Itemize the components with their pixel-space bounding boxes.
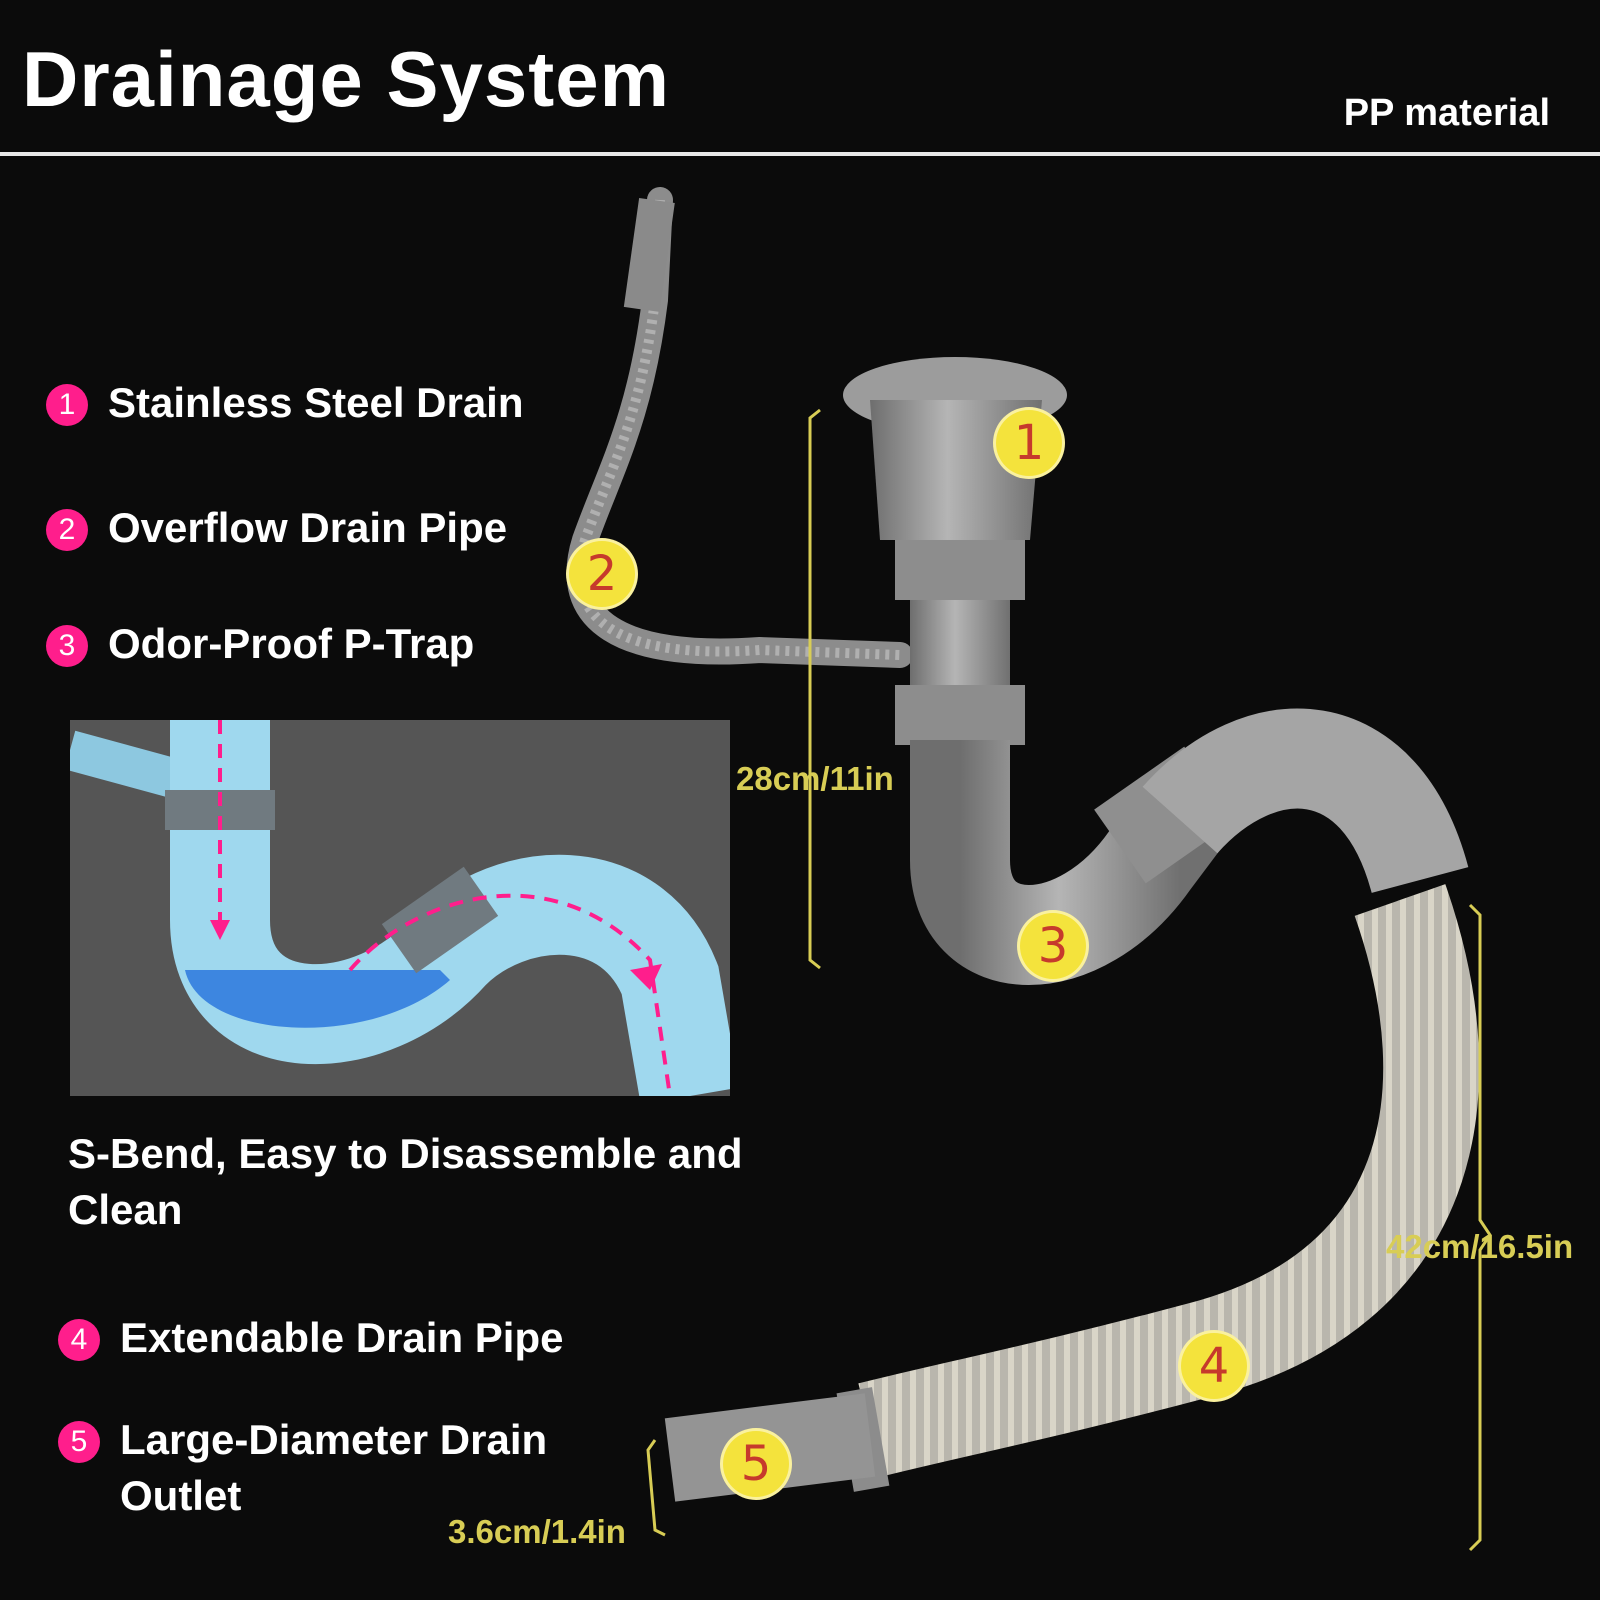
lower-height-bracket: [1468, 903, 1492, 1552]
legend-label-2: Overflow Drain Pipe: [108, 504, 508, 551]
legend-label-1: Stainless Steel Drain: [108, 379, 524, 426]
outlet-diameter-label: 3.6cm/1.4in: [448, 1513, 626, 1550]
legend-item-3: 3 Odor-Proof P-Trap: [46, 616, 474, 672]
header-divider: [0, 152, 1600, 156]
legend-item-4: 4 Extendable Drain Pipe: [58, 1310, 563, 1366]
outlet-bracket: [646, 1439, 666, 1537]
legend-number-5: 5: [58, 1421, 100, 1463]
legend-number-2: 2: [46, 509, 88, 551]
upper-height-bracket: [808, 408, 821, 970]
legend-number-1: 1: [46, 384, 88, 426]
legend-label-4: Extendable Drain Pipe: [120, 1314, 564, 1361]
legend-number-4: 4: [58, 1319, 100, 1361]
callout-badge-4: 4: [1178, 1330, 1250, 1402]
extendable-pipe: [858, 884, 1480, 1477]
legend-item-5: 5 Large-Diameter Drain Outlet: [58, 1412, 618, 1524]
callout-badge-3: 3: [1017, 910, 1089, 982]
legend-item-2: 2 Overflow Drain Pipe: [46, 500, 507, 556]
legend-item-1: 1 Stainless Steel Drain: [46, 375, 524, 431]
legend-label-5: Large-Diameter Drain Outlet: [120, 1416, 548, 1519]
legend-number-3: 3: [46, 625, 88, 667]
material-note: PP material: [1343, 92, 1550, 134]
callout-badge-5: 5: [720, 1428, 792, 1500]
legend-label-3: Odor-Proof P-Trap: [108, 620, 475, 667]
s-bend-diagram: [70, 720, 730, 1096]
upper-height-label: 28cm/11in: [736, 760, 894, 797]
callout-badge-1: 1: [993, 407, 1065, 479]
s-bend-inset: [70, 720, 730, 1096]
inset-caption: S-Bend, Easy to Disassemble and Clean: [68, 1130, 743, 1233]
lower-height-label: 42cm/16.5in: [1386, 1228, 1574, 1265]
callout-badge-2: 2: [566, 538, 638, 610]
page-title: Drainage System: [22, 35, 670, 123]
